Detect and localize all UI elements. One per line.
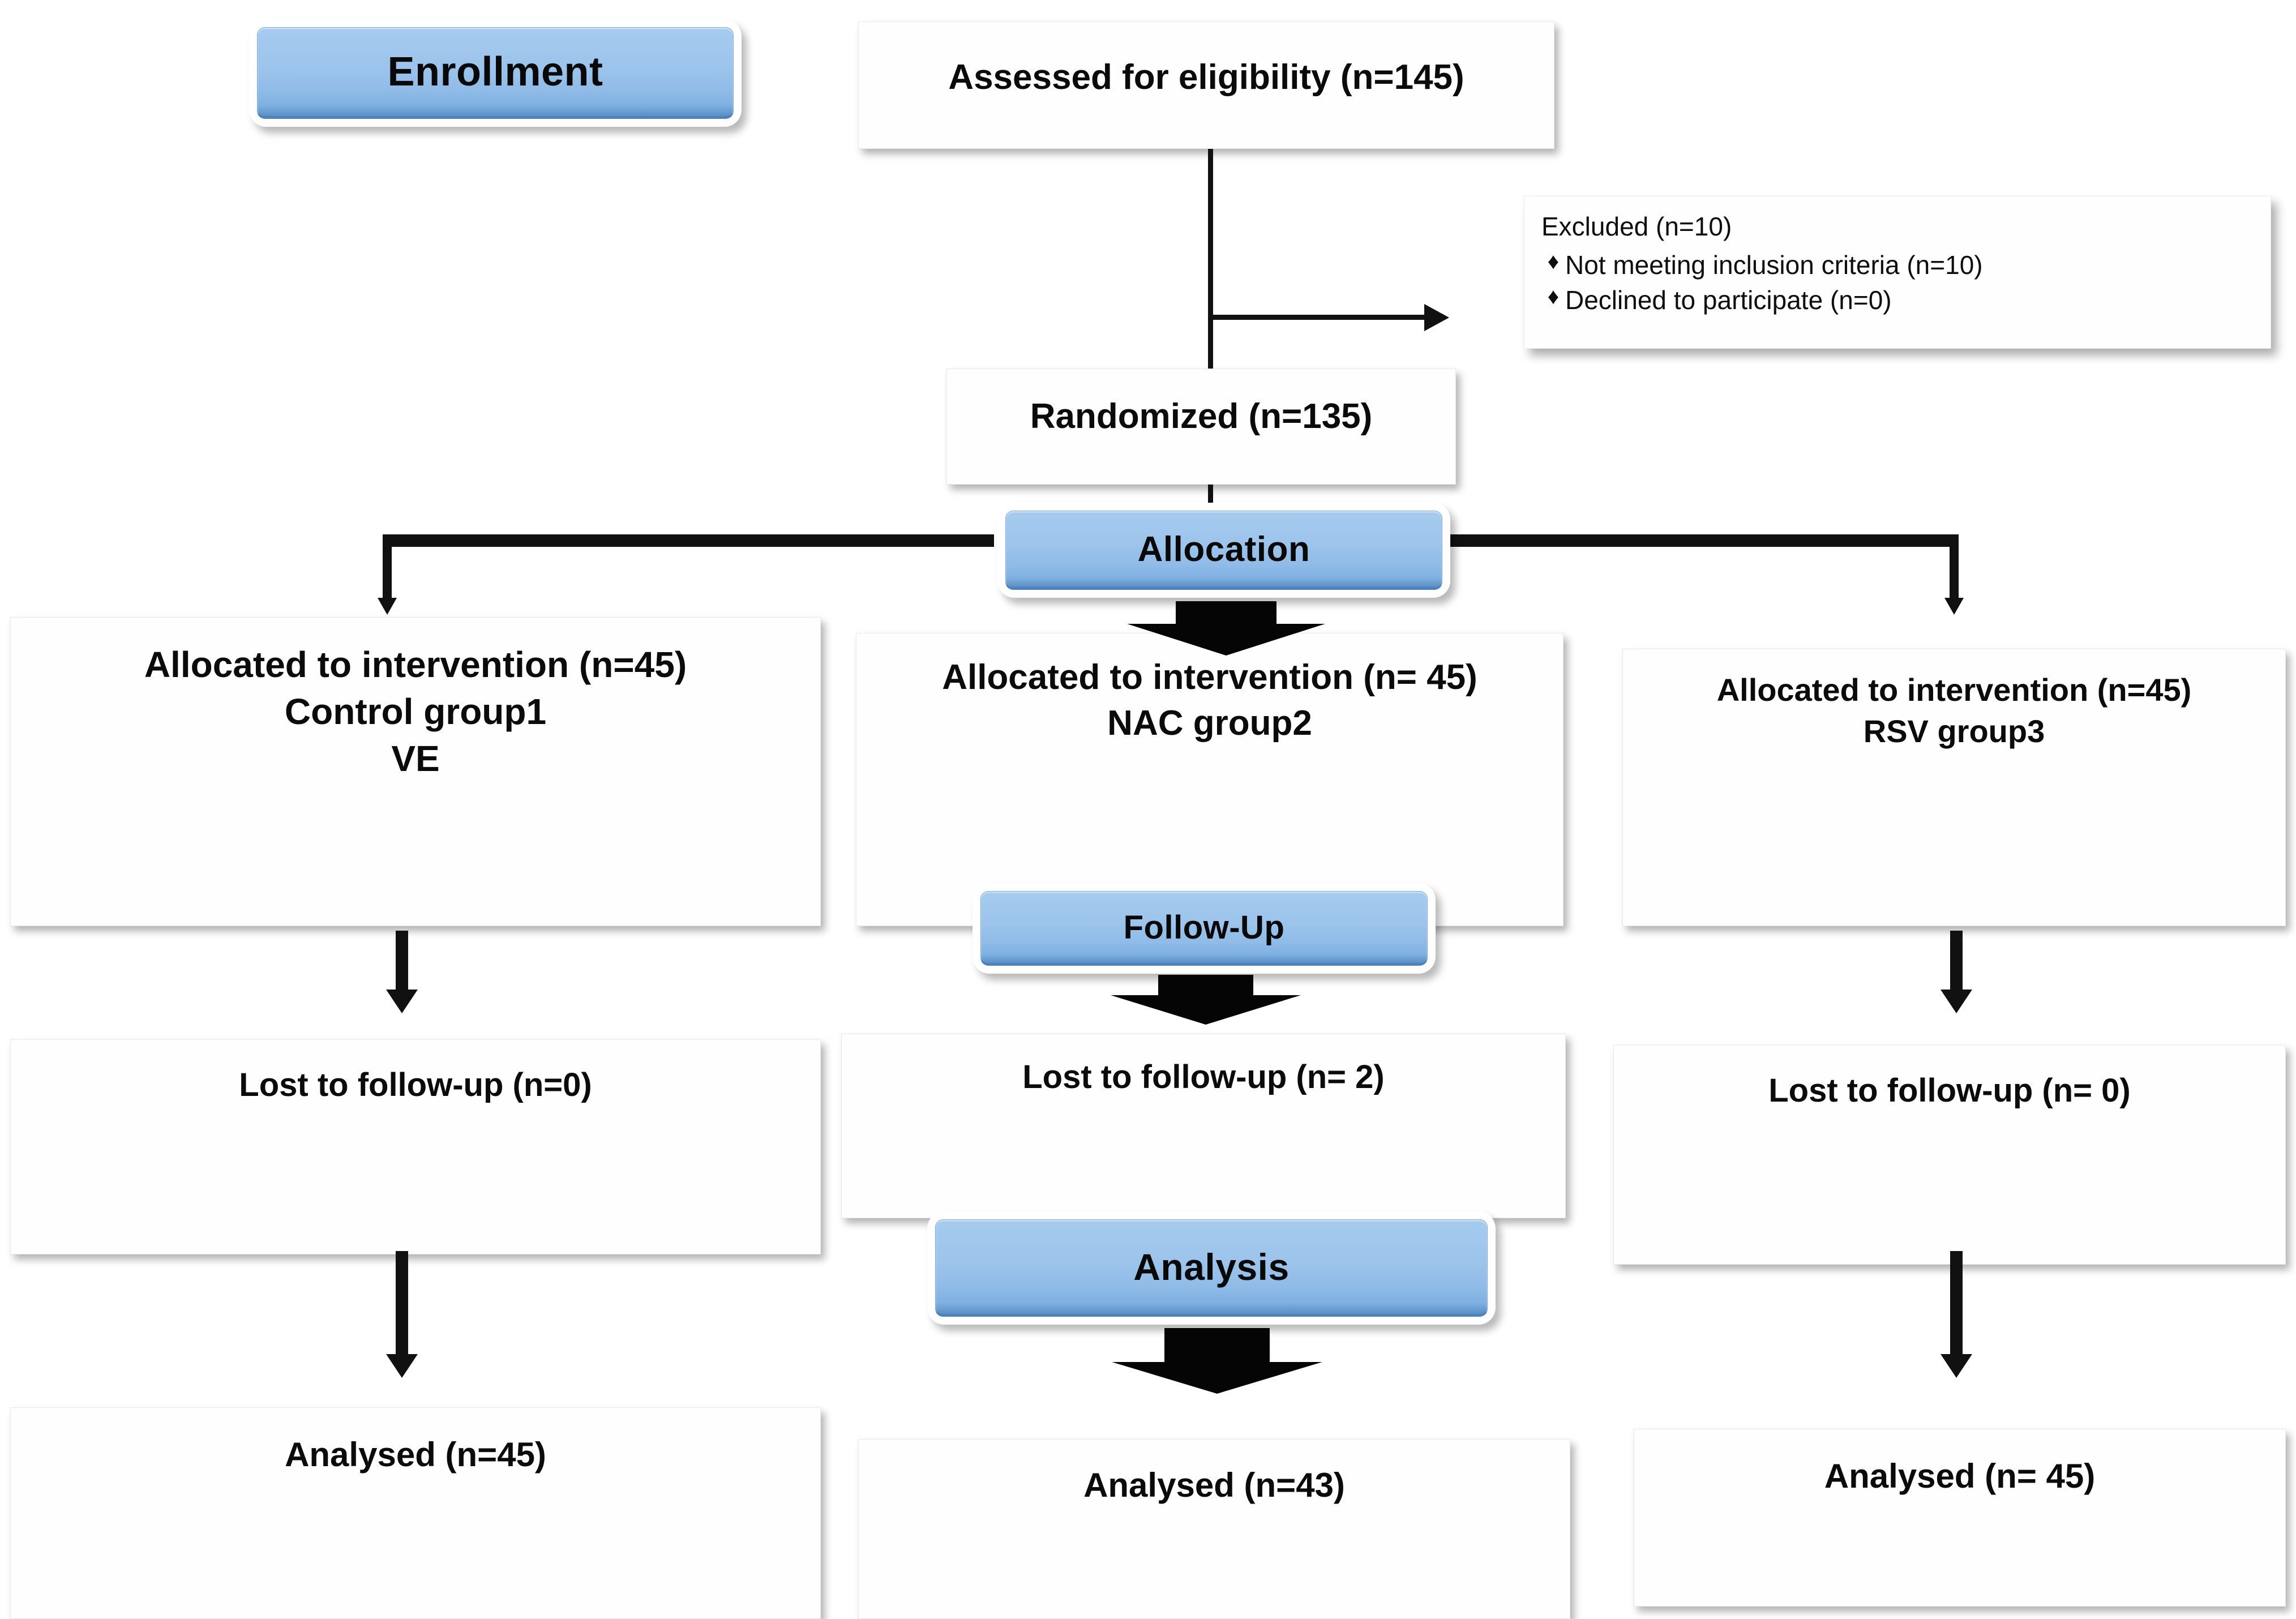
connector-randomized-to-allocation: [1208, 485, 1213, 515]
analysis-banner-inner: Analysis: [935, 1219, 1488, 1317]
stage-banner-analysis: Analysis: [927, 1211, 1496, 1325]
stage-banner-allocation: Allocation: [997, 503, 1450, 598]
randomized-line-1: Randomized (n=135): [1030, 397, 1373, 436]
box-allocation-middle: Allocated to intervention (n= 45) NAC gr…: [856, 633, 1563, 926]
stage-banner-enrollment: Enrollment: [249, 19, 742, 127]
analysed-right-line-1: Analysed (n= 45): [1824, 1457, 2096, 1495]
alloc-right-line-2: RSV group3: [1863, 713, 2045, 749]
analysed-mid-line-1: Analysed (n=43): [1083, 1466, 1345, 1504]
arrow-right-alloc-to-lost: [1917, 931, 1996, 1016]
allocation-left-arrowhead: [378, 598, 397, 615]
box-assessed-for-eligibility: Assessed for eligibility (n=145): [858, 22, 1554, 149]
excluded-item-1-label: Declined to participate (n=0): [1565, 285, 1892, 315]
alloc-left-line-3: VE: [391, 738, 440, 779]
excluded-heading: Excluded (n=10): [1541, 212, 1732, 241]
enrollment-banner-inner: Enrollment: [257, 27, 734, 119]
followup-block-arrow: [1093, 966, 1319, 1028]
diamond-bullet-icon: ♦: [1547, 249, 1560, 274]
box-lost-middle: Lost to follow-up (n= 2): [841, 1034, 1566, 1218]
allocation-split-left-arm: [383, 534, 994, 547]
connector-assessed-to-randomized: [1208, 149, 1213, 369]
analysed-left-line-1: Analysed (n=45): [285, 1436, 546, 1474]
box-lost-left: Lost to follow-up (n=0): [10, 1039, 821, 1254]
allocation-drop-left: [383, 534, 392, 599]
stage-label-allocation: Allocation: [1137, 529, 1310, 569]
box-lost-right: Lost to follow-up (n= 0): [1613, 1045, 2286, 1265]
allocation-banner-inner: Allocation: [1005, 511, 1442, 590]
box-allocation-left: Allocated to intervention (n=45) Control…: [10, 617, 821, 926]
excluded-arrowhead: [1424, 304, 1449, 331]
box-allocation-right: Allocated to intervention (n=45) RSV gro…: [1622, 649, 2286, 926]
alloc-right-line-1: Allocated to intervention (n=45): [1716, 672, 2192, 708]
alloc-mid-line-1: Allocated to intervention (n= 45): [942, 658, 1477, 697]
box-analysed-middle: Analysed (n=43): [858, 1439, 1570, 1619]
lost-left-line-1: Lost to follow-up (n=0): [239, 1067, 592, 1103]
alloc-left-line-1: Allocated to intervention (n=45): [144, 644, 687, 685]
excluded-item-0-label: Not meeting inclusion criteria (n=10): [1565, 250, 1983, 280]
excluded-item-0: ♦ Not meeting inclusion criteria (n=10): [1541, 250, 2254, 280]
assessed-line-1: Assessed for eligibility (n=145): [948, 58, 1464, 97]
allocation-drop-right: [1950, 534, 1959, 599]
alloc-mid-line-2: NAC group2: [1107, 703, 1312, 743]
alloc-left-line-2: Control group1: [284, 691, 547, 733]
allocation-split-right-arm: [1438, 534, 1959, 547]
excluded-item-1: ♦ Declined to participate (n=0): [1541, 285, 2254, 315]
box-randomized: Randomized (n=135): [946, 369, 1456, 485]
analysis-block-arrow: [1104, 1319, 1330, 1394]
stage-label-followup: Follow-Up: [1123, 909, 1285, 946]
stage-label-analysis: Analysis: [1133, 1246, 1290, 1288]
allocation-block-arrow: [1113, 589, 1339, 656]
box-analysed-left: Analysed (n=45): [10, 1407, 821, 1619]
box-analysed-right: Analysed (n= 45): [1634, 1429, 2286, 1607]
stage-label-enrollment: Enrollment: [387, 49, 603, 95]
box-excluded: Excluded (n=10) ♦ Not meeting inclusion …: [1524, 196, 2271, 349]
arrow-left-alloc-to-lost: [362, 931, 442, 1016]
followup-banner-inner: Follow-Up: [980, 891, 1428, 966]
arrow-left-lost-to-analysed: [362, 1251, 442, 1381]
lost-right-line-1: Lost to follow-up (n= 0): [1768, 1072, 2131, 1109]
stage-banner-followup: Follow-Up: [973, 883, 1436, 974]
diamond-bullet-icon: ♦: [1547, 284, 1560, 309]
allocation-right-arrowhead: [1944, 598, 1964, 615]
connector-to-excluded: [1208, 315, 1429, 320]
lost-mid-line-1: Lost to follow-up (n= 2): [1022, 1059, 1385, 1095]
arrow-right-lost-to-analysed: [1917, 1251, 1996, 1381]
